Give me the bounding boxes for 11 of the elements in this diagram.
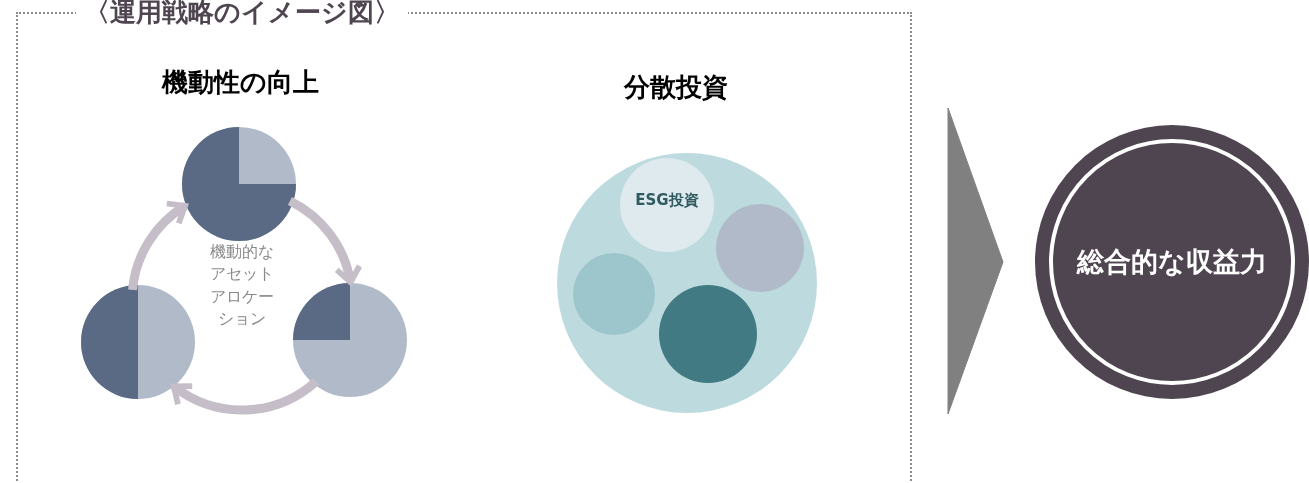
result-label: 総合的な収益力 <box>1077 245 1267 279</box>
curved-arrow <box>128 201 188 291</box>
curved-arrow <box>170 377 319 415</box>
section-heading: 分散投資 <box>622 71 729 104</box>
section-heading: 機動性の向上 <box>160 66 320 99</box>
small-circle <box>620 158 714 252</box>
chevron-arrow <box>947 107 1004 415</box>
curved-arrow <box>287 197 362 285</box>
circle-label: ESG投資 <box>635 190 699 210</box>
small-circle <box>716 204 804 292</box>
center-label: 機動的なアセットアロケーション <box>209 241 275 331</box>
